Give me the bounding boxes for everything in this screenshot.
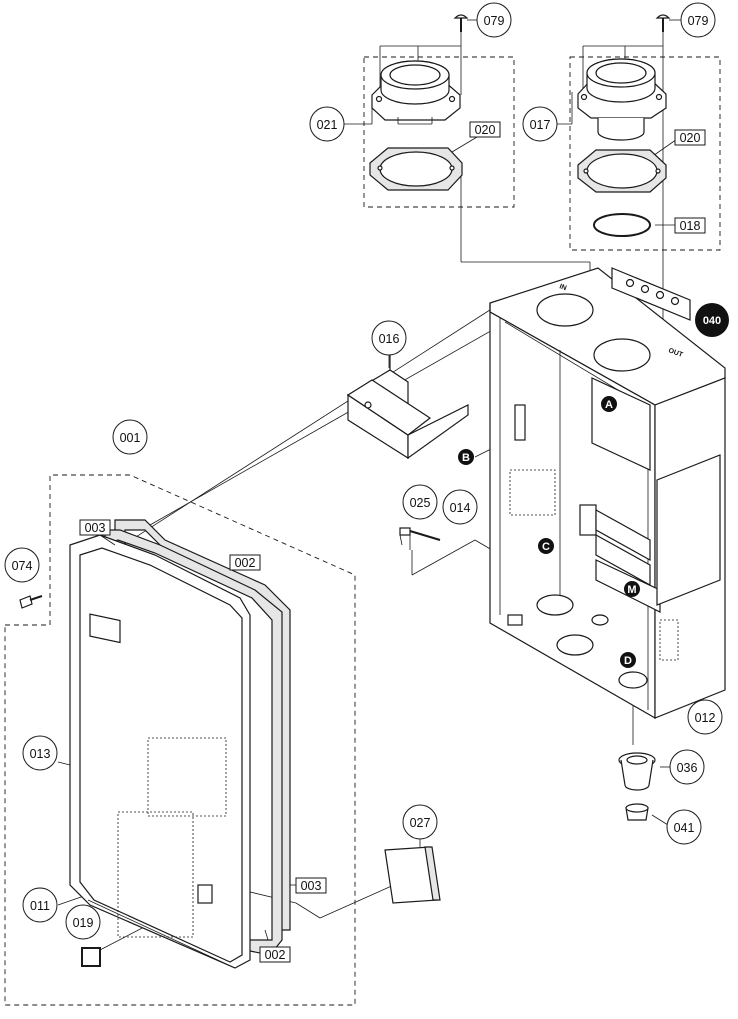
svg-text:074: 074 [12,559,33,573]
front-panel-group-boundary [4,474,356,1006]
case: IN OUT [489,267,726,720]
fitting-036 [618,752,656,791]
callout-016: 016 [371,320,407,356]
callout-014: 014 [442,489,478,525]
callout-003-top: 003 [79,519,111,536]
svg-text:040: 040 [703,315,721,327]
svg-text:016: 016 [379,332,400,346]
callout-079-left: 079 [476,2,512,38]
inlet-hole [536,293,594,327]
svg-text:002: 002 [265,948,286,962]
callout-021: 021 [309,106,345,142]
svg-text:027: 027 [410,816,431,830]
svg-text:003: 003 [301,879,322,893]
callout-003-bottom: 003 [295,877,327,894]
callout-041: 041 [666,809,702,845]
svg-text:014: 014 [450,501,471,515]
screw-right [655,14,671,32]
svg-text:019: 019 [73,916,94,930]
svg-text:020: 020 [475,123,496,137]
inlet-gasket [369,147,463,191]
outlet-flange-group-boundary [569,56,721,251]
bracket [346,355,469,460]
svg-text:018: 018 [680,219,701,233]
outlet-flange [577,58,667,141]
outlet-gasket [577,149,667,193]
o-ring [593,213,651,237]
svg-text:A: A [605,399,613,411]
callout-002-top: 002 [229,554,261,571]
callout-027: 027 [402,804,438,840]
inlet-flange-group-boundary [363,56,515,208]
svg-text:003: 003 [85,521,106,535]
callout-012: 012 [687,699,723,735]
inlet-label: IN [558,283,567,292]
svg-text:013: 013 [30,747,51,761]
svg-text:025: 025 [410,496,431,510]
outlet-label: OUT [667,347,684,359]
callout-074: 074 [4,547,40,583]
svg-text:017: 017 [530,118,551,132]
callout-019: 019 [65,904,101,940]
svg-text:B: B [462,452,470,464]
svg-text:041: 041 [674,821,695,835]
marker-d: D [620,652,636,668]
inlet-flange-assembly [363,56,515,208]
callout-025: 025 [402,484,438,520]
callout-036: 036 [669,749,705,785]
callout-001: 001 [112,419,148,455]
marker-a: A [601,396,617,412]
outlet-flange-assembly [569,56,721,251]
callout-020-left: 020 [469,121,501,138]
sensor [399,527,441,550]
svg-text:011: 011 [30,899,50,913]
svg-text:036: 036 [677,761,698,775]
callout-011: 011 [22,887,58,923]
svg-text:D: D [624,655,632,667]
fitting-041 [625,803,649,821]
svg-text:020: 020 [680,131,701,145]
callout-002-bottom: 002 [259,946,291,963]
svg-text:002: 002 [235,556,256,570]
svg-text:M: M [627,584,636,596]
screw-left [453,14,469,32]
marker-b: B [458,449,474,465]
marker-m: M [624,581,640,597]
label-019 [81,947,101,967]
callout-018: 018 [674,217,706,234]
svg-text:012: 012 [695,711,716,725]
svg-text:079: 079 [484,14,505,28]
inlet-flange [371,60,461,125]
callout-017: 017 [522,106,558,142]
svg-text:079: 079 [688,14,709,28]
label-027 [384,846,441,904]
marker-c: C [538,538,554,554]
outlet-hole [593,338,651,372]
callout-040: 040 [695,303,729,337]
callout-020-right: 020 [674,129,706,146]
svg-text:C: C [542,541,550,553]
svg-text:021: 021 [317,118,338,132]
screw-074 [19,595,43,609]
callout-013: 013 [22,735,58,771]
svg-text:001: 001 [120,431,141,445]
callout-079-right: 079 [680,2,716,38]
front-panel-assembly [4,474,356,1006]
